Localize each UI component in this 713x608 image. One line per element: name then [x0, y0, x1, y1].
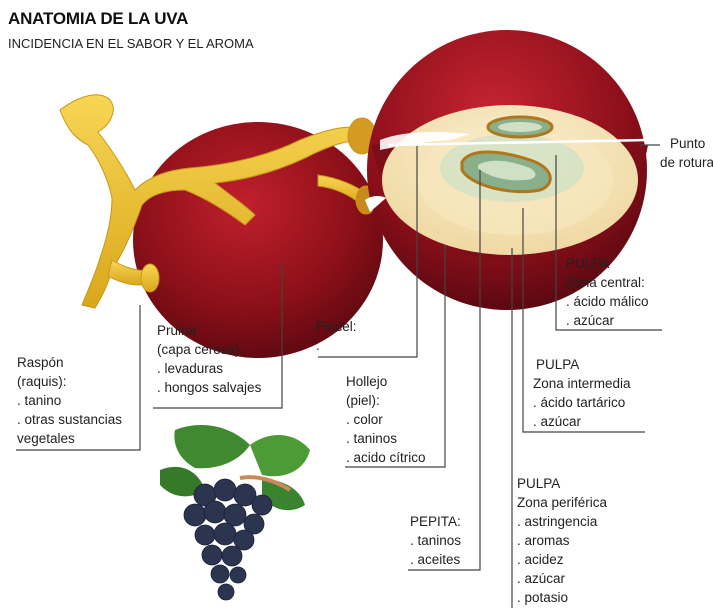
label-pulpa-periferica: PULPA Zona periférica . astringencia . a… — [517, 474, 607, 607]
grape-bunch-image — [160, 425, 310, 600]
label-hollejo: Hollejo (piel): . color . taninos . acid… — [346, 372, 426, 467]
label-raspon: Raspón (raquis): . tanino . otras sustan… — [17, 353, 122, 448]
label-pincel: Pincel: . — [316, 317, 357, 355]
label-pulpa-central: PULPA Zona central: . ácido málico . azú… — [566, 254, 649, 330]
label-pepita: PEPITA: . taninos . aceites — [410, 512, 461, 569]
label-pruina: Pruina (capa cerosa): . levaduras . hong… — [157, 321, 261, 397]
label-pulpa-intermedia: PULPA Zona intermedia . ácido tartárico … — [533, 355, 631, 431]
label-punto-rotura: Punto de rotura — [660, 134, 713, 172]
